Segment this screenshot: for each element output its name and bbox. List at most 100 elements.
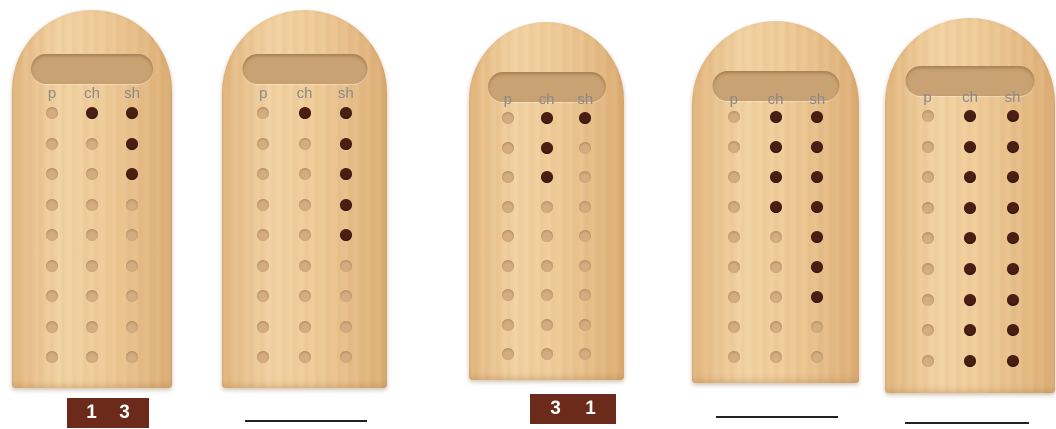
empty-hole — [299, 229, 311, 241]
empty-hole — [46, 168, 58, 180]
empty-hole — [579, 142, 591, 154]
empty-hole — [46, 290, 58, 302]
empty-hole — [257, 107, 269, 119]
empty-hole — [340, 290, 352, 302]
bead — [770, 201, 782, 213]
bead — [541, 142, 553, 154]
empty-hole — [922, 202, 934, 214]
empty-hole — [299, 199, 311, 211]
column-label-p: p — [913, 90, 943, 106]
bead — [541, 171, 553, 183]
empty-hole — [502, 319, 514, 331]
column-label-sh: sh — [998, 90, 1028, 106]
empty-hole — [579, 171, 591, 183]
empty-hole — [299, 260, 311, 272]
empty-hole — [922, 110, 934, 122]
bead — [126, 168, 138, 180]
empty-hole — [922, 232, 934, 244]
empty-hole — [502, 201, 514, 213]
empty-hole — [770, 231, 782, 243]
empty-hole — [541, 260, 553, 272]
empty-hole — [46, 351, 58, 363]
answer-blank-line-2[interactable] — [245, 420, 367, 422]
bead — [340, 168, 352, 180]
empty-hole — [541, 319, 553, 331]
bead — [1007, 232, 1019, 244]
empty-hole — [340, 260, 352, 272]
bead — [964, 141, 976, 153]
empty-hole — [46, 229, 58, 241]
empty-hole — [126, 199, 138, 211]
bead — [1007, 110, 1019, 122]
bead — [811, 231, 823, 243]
empty-hole — [126, 260, 138, 272]
empty-hole — [340, 321, 352, 333]
empty-hole — [502, 112, 514, 124]
bead — [126, 107, 138, 119]
answer-blank-line-5[interactable] — [905, 422, 1029, 424]
column-label-sh: sh — [117, 86, 147, 102]
empty-hole — [126, 290, 138, 302]
bead — [770, 141, 782, 153]
bead — [1007, 324, 1019, 336]
answer-digit: 1 — [585, 398, 596, 420]
empty-hole — [502, 142, 514, 154]
empty-hole — [257, 321, 269, 333]
bead — [964, 294, 976, 306]
empty-hole — [579, 289, 591, 301]
empty-hole — [502, 230, 514, 242]
bead — [964, 171, 976, 183]
empty-hole — [502, 260, 514, 272]
empty-hole — [86, 229, 98, 241]
empty-hole — [340, 351, 352, 363]
column-label-sh: sh — [570, 92, 600, 108]
column-label-p: p — [493, 92, 523, 108]
empty-hole — [579, 260, 591, 272]
empty-hole — [126, 229, 138, 241]
bead — [86, 107, 98, 119]
empty-hole — [579, 230, 591, 242]
empty-hole — [502, 348, 514, 360]
bead — [1007, 141, 1019, 153]
abacus-board-5: pchsh — [885, 18, 1055, 393]
bead — [964, 202, 976, 214]
empty-hole — [299, 168, 311, 180]
empty-hole — [502, 289, 514, 301]
empty-hole — [770, 351, 782, 363]
empty-hole — [257, 351, 269, 363]
empty-hole — [728, 261, 740, 273]
bead — [964, 355, 976, 367]
bead — [1007, 294, 1019, 306]
empty-hole — [728, 231, 740, 243]
empty-hole — [86, 351, 98, 363]
empty-hole — [299, 321, 311, 333]
bead — [770, 171, 782, 183]
empty-hole — [86, 168, 98, 180]
empty-hole — [86, 138, 98, 150]
empty-hole — [579, 348, 591, 360]
empty-hole — [728, 111, 740, 123]
column-label-ch: ch — [77, 86, 107, 102]
board-slot — [242, 54, 367, 84]
column-label-p: p — [719, 92, 749, 108]
bead — [811, 111, 823, 123]
bead — [1007, 263, 1019, 275]
bead — [964, 232, 976, 244]
empty-hole — [922, 171, 934, 183]
empty-hole — [728, 171, 740, 183]
bead — [811, 171, 823, 183]
bead — [964, 263, 976, 275]
empty-hole — [770, 291, 782, 303]
empty-hole — [922, 324, 934, 336]
empty-hole — [86, 199, 98, 211]
empty-hole — [299, 351, 311, 363]
empty-hole — [922, 263, 934, 275]
column-label-ch: ch — [532, 92, 562, 108]
empty-hole — [541, 348, 553, 360]
empty-hole — [257, 229, 269, 241]
answer-blank-line-4[interactable] — [716, 416, 838, 418]
empty-hole — [257, 199, 269, 211]
